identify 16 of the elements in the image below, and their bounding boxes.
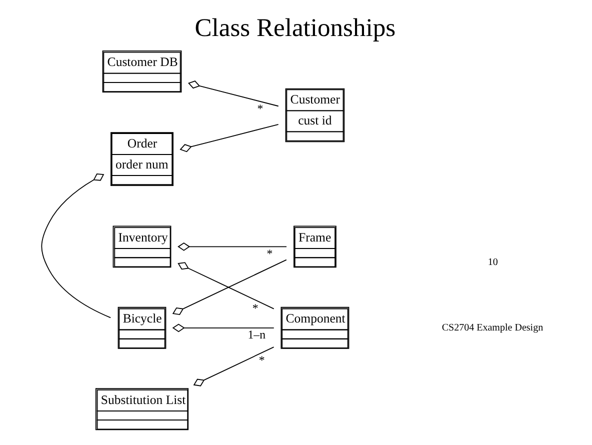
connector	[40, 173, 111, 318]
edge-label: *	[258, 353, 264, 368]
connector	[177, 262, 274, 310]
edge-label: *	[256, 102, 263, 116]
diagram-title: Class Relationships	[194, 12, 396, 42]
connector	[187, 80, 278, 107]
connector	[172, 324, 274, 332]
connector	[177, 242, 286, 251]
connector	[192, 346, 274, 386]
connector	[172, 259, 286, 316]
connector	[179, 124, 278, 152]
label: 10	[487, 256, 498, 268]
edge-label: 1–n	[247, 328, 266, 342]
label: CS2704 Example Design	[441, 322, 543, 334]
edge-label: *	[266, 246, 272, 260]
edge-label: *	[252, 300, 258, 315]
